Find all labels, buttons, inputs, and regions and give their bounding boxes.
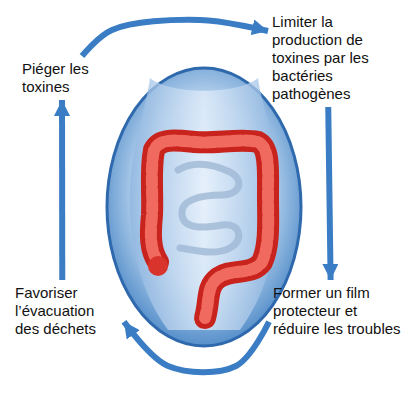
cecum	[148, 256, 168, 276]
torso-silhouette	[130, 78, 279, 330]
cycle-arrow	[82, 20, 268, 56]
cycle-arrow	[328, 107, 330, 280]
cycle-step: Former un film protecteur et réduire les…	[273, 284, 401, 338]
cycle-arrow	[59, 100, 65, 280]
cycle-step: Piéger les toxines	[22, 60, 122, 96]
colon-outer	[151, 140, 268, 318]
colon-haustra	[151, 140, 268, 318]
cycle-step: Limiter la production de toxines par les…	[272, 13, 397, 103]
step-text: Piéger les toxines	[22, 60, 122, 96]
body-oval	[107, 68, 301, 346]
step-text: Limiter la production de toxines par les…	[272, 13, 397, 103]
colon	[148, 140, 268, 318]
small-intestine	[178, 164, 239, 252]
step-text: Former un film protecteur et réduire les…	[273, 284, 401, 338]
step-text: Favoriser l’évacuation des déchets	[15, 284, 120, 338]
intestine-loop	[178, 164, 239, 252]
cycle-arrow	[124, 322, 269, 372]
cycle-step: Favoriser l’évacuation des déchets	[15, 284, 120, 338]
